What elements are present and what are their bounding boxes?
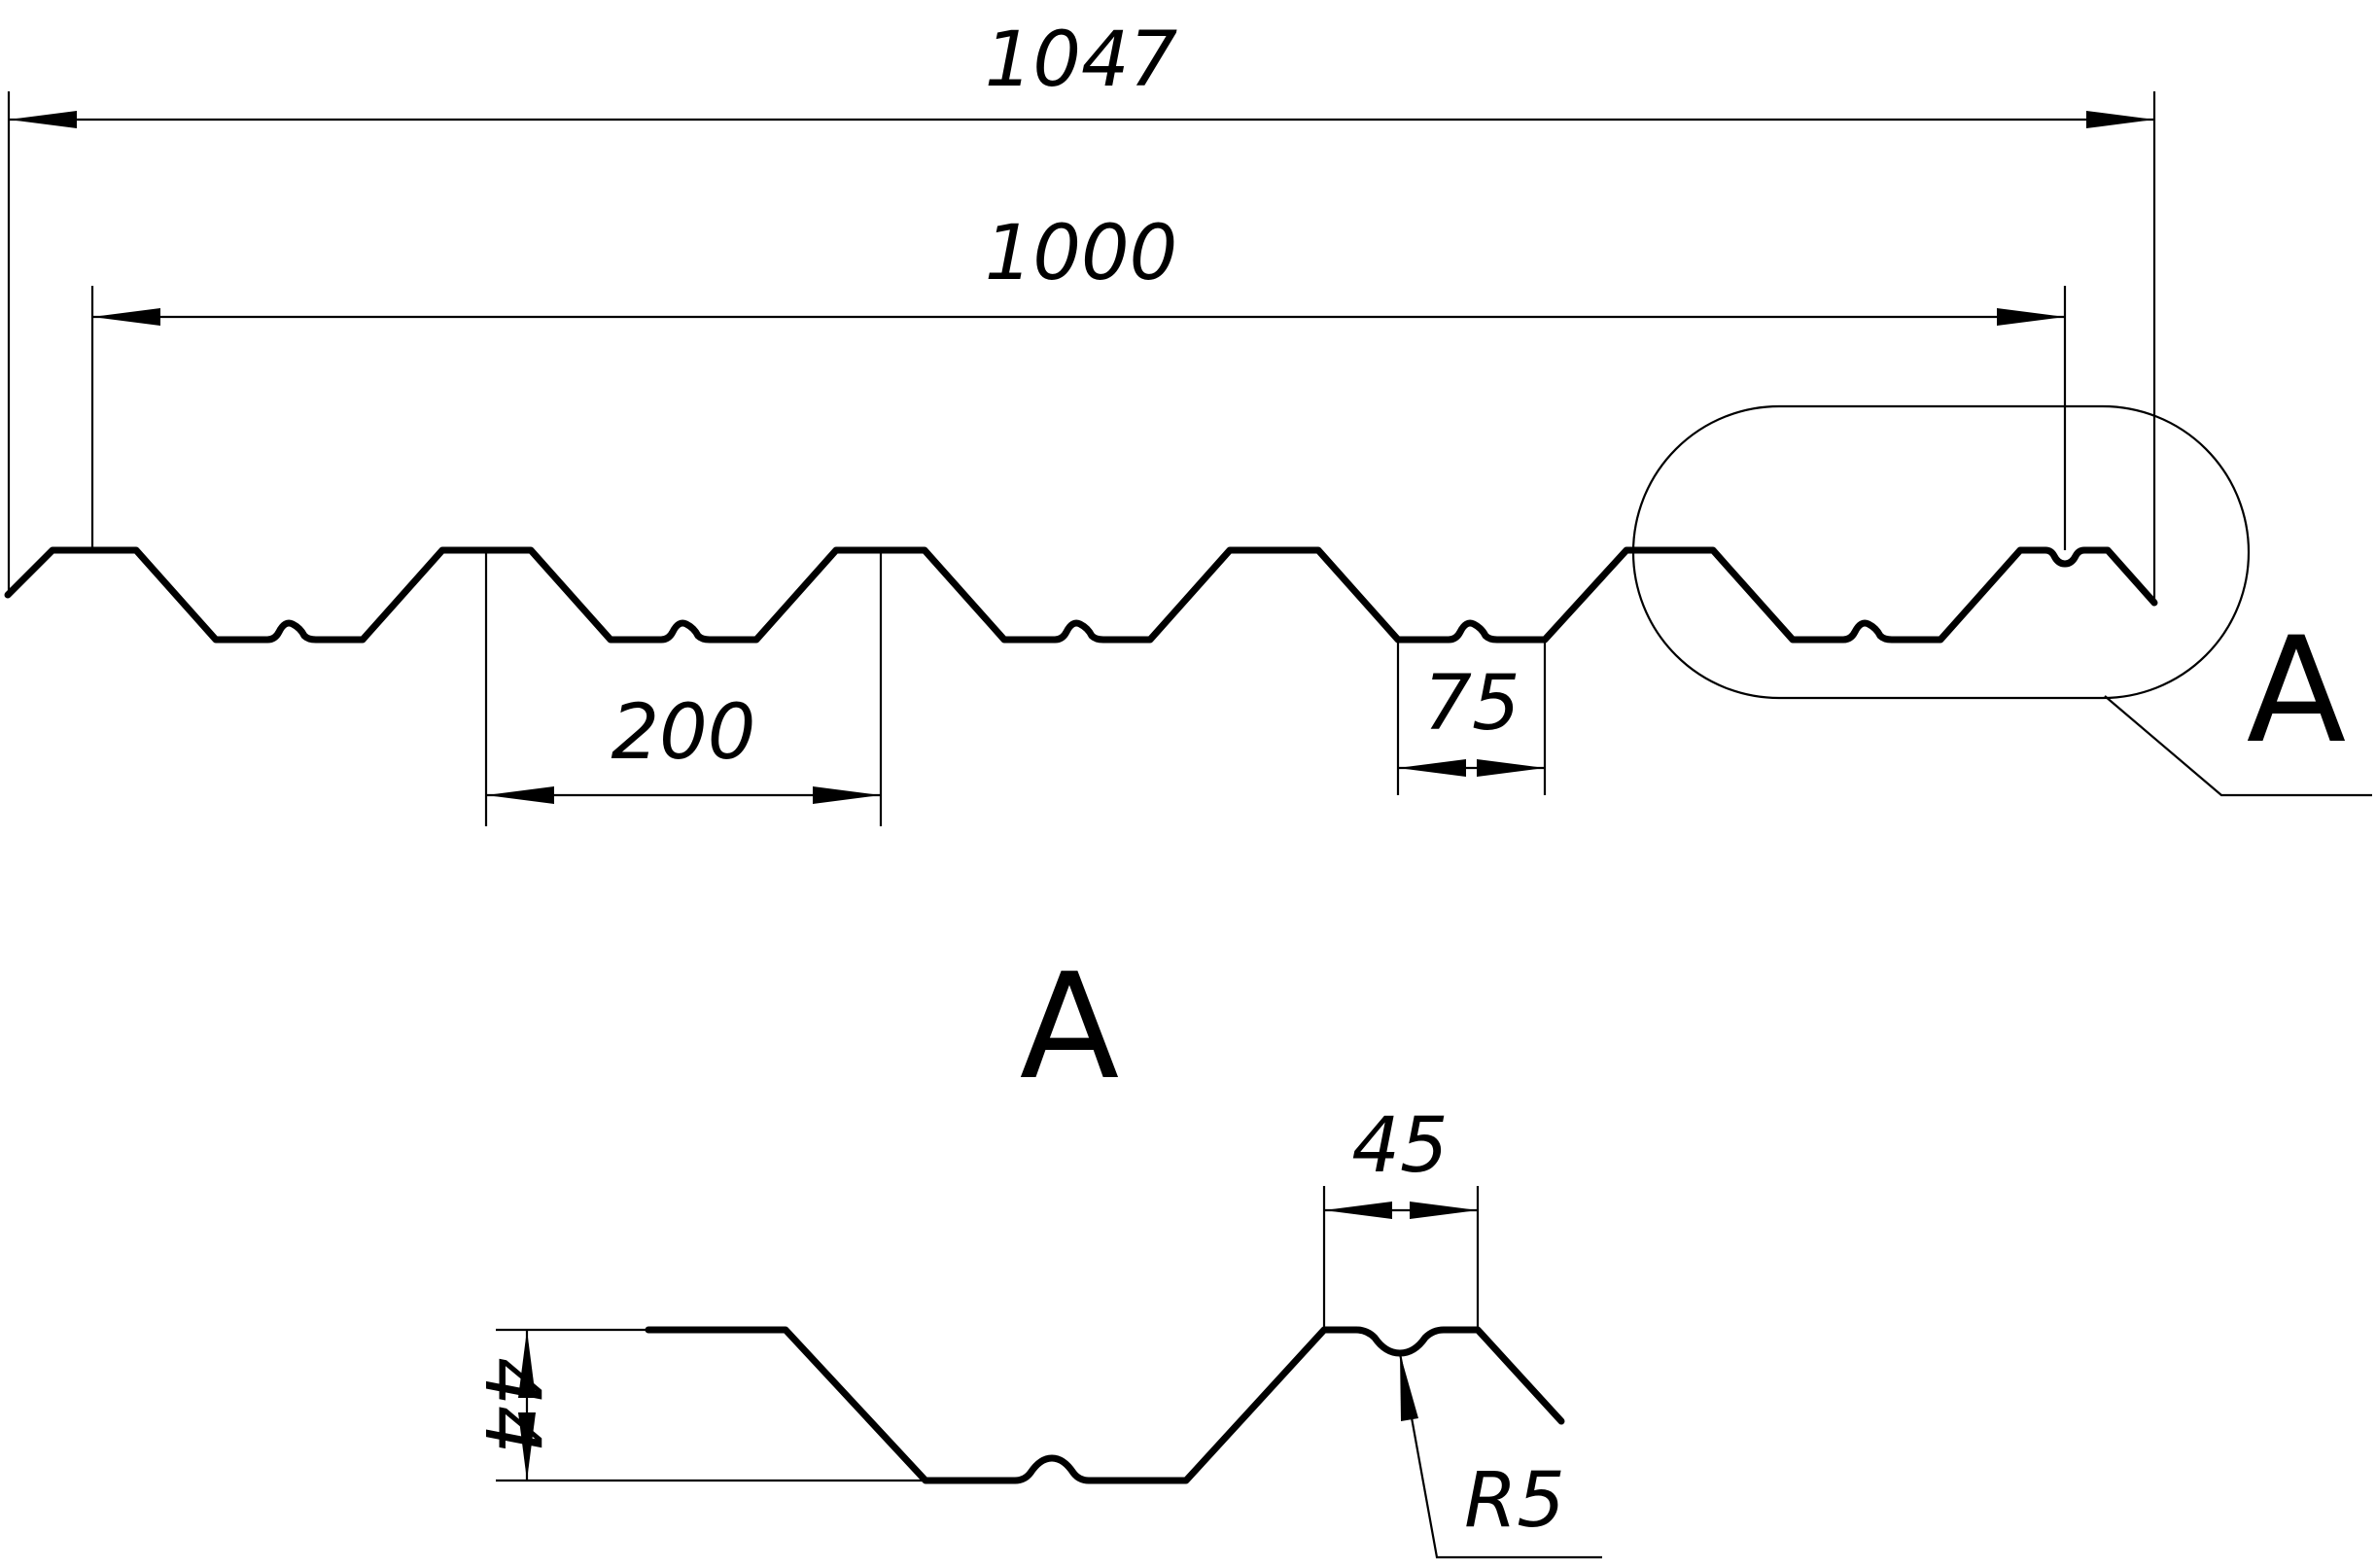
detail-a-profile-outline bbox=[645, 1326, 1565, 1484]
dim-45-arrow-right bbox=[1410, 1202, 1478, 1219]
dim-75-arrow-right bbox=[1477, 759, 1545, 777]
detail-a-callout-outline bbox=[1631, 404, 2251, 700]
radius-arrow bbox=[1400, 1353, 1418, 1421]
dim-1000-arrow-right bbox=[1997, 308, 2065, 326]
dim-1047-arrow-left bbox=[9, 111, 77, 128]
detail-a-leader bbox=[2104, 695, 2372, 797]
detail-a-title: A bbox=[1020, 943, 1120, 1112]
dim-200-arrow-right bbox=[813, 786, 881, 804]
dim-75-text: 75 bbox=[1423, 660, 1520, 748]
dim-1047-arrow-right bbox=[2086, 111, 2154, 128]
dim-44-arrow-bottom bbox=[518, 1412, 536, 1481]
dim-1000-arrow-left bbox=[92, 308, 160, 326]
radius-text: R5 bbox=[1464, 1457, 1565, 1545]
dim-200-arrow-left bbox=[486, 786, 554, 804]
sheet-profile-outline bbox=[4, 546, 2158, 644]
dim-200-text: 200 bbox=[611, 689, 756, 777]
dim-75-arrow-left bbox=[1398, 759, 1466, 777]
dim-44-text: 44 bbox=[468, 1357, 555, 1453]
dim-1047-text: 1047 bbox=[985, 17, 1178, 104]
detail-a-callout-label: A bbox=[2247, 607, 2347, 776]
dim-1000-text: 1000 bbox=[985, 210, 1178, 297]
dim-45-arrow-left bbox=[1324, 1202, 1392, 1219]
dim-44-arrow-top bbox=[518, 1330, 536, 1398]
dim-45-text: 45 bbox=[1351, 1102, 1448, 1190]
radius-leader bbox=[1398, 1352, 1602, 1559]
